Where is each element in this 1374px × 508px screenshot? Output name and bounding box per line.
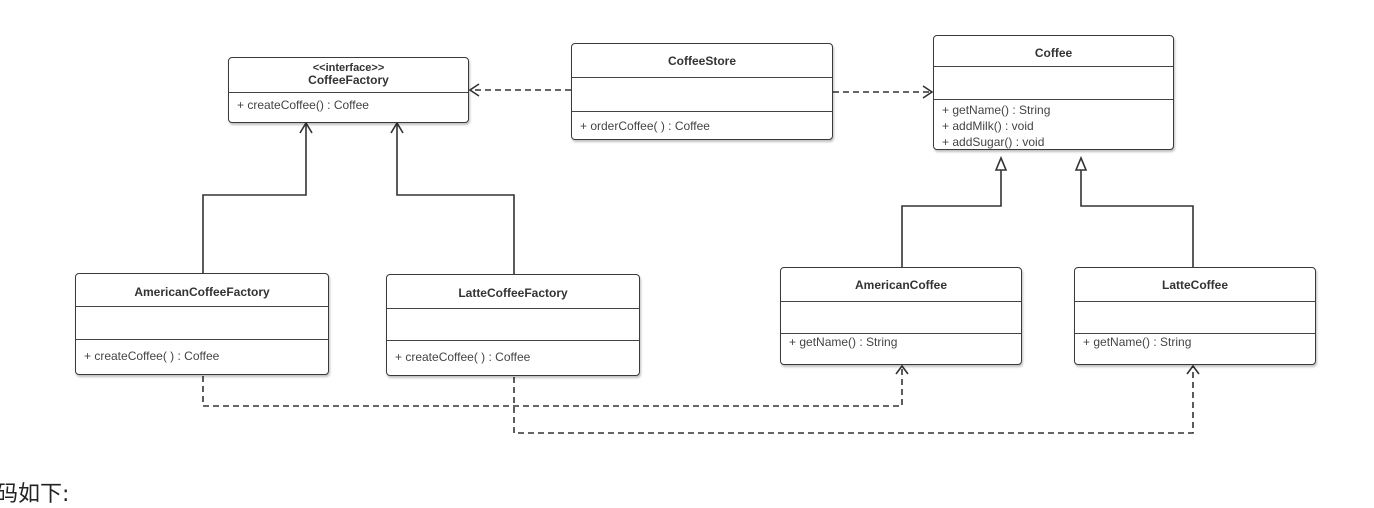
class-coffee-factory[interactable]: <<interface>> CoffeeFactory + createCoff… bbox=[228, 57, 469, 123]
class-latte-coffee[interactable]: LatteCoffee + getName() : String bbox=[1074, 267, 1316, 365]
class-american-coffee-factory-header: AmericanCoffeeFactory bbox=[76, 274, 328, 306]
generalization-american-coffee-arrowhead bbox=[994, 155, 1008, 171]
class-name: LatteCoffeeFactory bbox=[458, 286, 568, 300]
class-name: LatteCoffee bbox=[1161, 278, 1228, 292]
class-coffee-store[interactable]: CoffeeStore + orderCoffee( ) : Coffee bbox=[571, 43, 833, 140]
class-american-coffee-factory[interactable]: AmericanCoffeeFactory + createCoffee( ) … bbox=[75, 273, 329, 375]
operation: + createCoffee( ) : Coffee bbox=[84, 349, 220, 363]
class-coffee-header: Coffee bbox=[934, 36, 1173, 66]
operations-section: + createCoffee( ) : Coffee bbox=[387, 340, 639, 365]
operation: + addMilk() : void bbox=[942, 119, 1034, 133]
operation: + getName() : String bbox=[1083, 335, 1192, 349]
class-american-coffee-header: AmericanCoffee bbox=[781, 268, 1021, 301]
class-coffee[interactable]: Coffee + getName() : String + addMilk() … bbox=[933, 35, 1174, 150]
operations-section: + getName() : String bbox=[781, 333, 1021, 350]
class-name: CoffeeFactory bbox=[308, 73, 389, 87]
attributes-section bbox=[1075, 301, 1315, 333]
class-name: AmericanCoffeeFactory bbox=[134, 285, 270, 299]
caption-text: 码如下: bbox=[0, 482, 70, 507]
association-american-factory-line bbox=[202, 123, 307, 273]
class-name: AmericanCoffee bbox=[854, 278, 948, 292]
association-latte-factory-arrowhead bbox=[390, 121, 404, 134]
class-american-coffee[interactable]: AmericanCoffee + getName() : String bbox=[780, 267, 1022, 365]
class-name: Coffee bbox=[1034, 46, 1073, 60]
generalization-american-coffee-line bbox=[901, 160, 1002, 267]
operation: + createCoffee() : Coffee bbox=[237, 98, 369, 112]
operation: + orderCoffee( ) : Coffee bbox=[580, 119, 710, 133]
dependency-store-to-coffee-arrowhead bbox=[922, 85, 934, 99]
class-latte-coffee-factory[interactable]: LatteCoffeeFactory + createCoffee( ) : C… bbox=[386, 274, 640, 376]
attributes-section bbox=[76, 306, 328, 339]
operation: + addSugar() : void bbox=[942, 135, 1045, 149]
dependency-store-to-factory-arrowhead bbox=[468, 83, 480, 97]
class-coffee-factory-header: <<interface>> CoffeeFactory bbox=[229, 58, 468, 92]
association-american-factory-arrowhead bbox=[299, 121, 313, 134]
association-latte-factory-line bbox=[396, 123, 515, 274]
class-coffee-store-header: CoffeeStore bbox=[572, 44, 832, 77]
operation: + getName() : String bbox=[789, 335, 898, 349]
dependency-latte-factory-to-coffee-arrowhead bbox=[1186, 364, 1200, 375]
dependency-american-factory-to-coffee-arrowhead bbox=[895, 364, 909, 375]
dependency-latte-factory-to-coffee-line bbox=[513, 366, 1194, 434]
operations-section: + orderCoffee( ) : Coffee bbox=[572, 111, 832, 134]
generalization-latte-coffee-line bbox=[1080, 160, 1194, 267]
class-name: CoffeeStore bbox=[667, 54, 736, 68]
dependency-american-factory-to-coffee-line bbox=[202, 366, 903, 407]
attributes-section bbox=[387, 308, 639, 340]
generalization-latte-coffee-arrowhead bbox=[1074, 155, 1088, 171]
operations-section: + createCoffee() : Coffee bbox=[229, 92, 468, 113]
class-latte-coffee-factory-header: LatteCoffeeFactory bbox=[387, 275, 639, 308]
interface-stereotype: <<interface>> bbox=[312, 62, 385, 74]
class-latte-coffee-header: LatteCoffee bbox=[1075, 268, 1315, 301]
operation: + getName() : String bbox=[942, 103, 1051, 117]
operations-section: + getName() : String bbox=[1075, 333, 1315, 350]
operations-section: + getName() : String + addMilk() : void … bbox=[934, 99, 1173, 150]
operations-section: + createCoffee( ) : Coffee bbox=[76, 339, 328, 364]
attributes-section bbox=[781, 301, 1021, 333]
operation: + createCoffee( ) : Coffee bbox=[395, 350, 531, 364]
relationship-lines bbox=[202, 83, 1200, 434]
attributes-section bbox=[934, 66, 1173, 99]
attributes-section bbox=[572, 77, 832, 111]
